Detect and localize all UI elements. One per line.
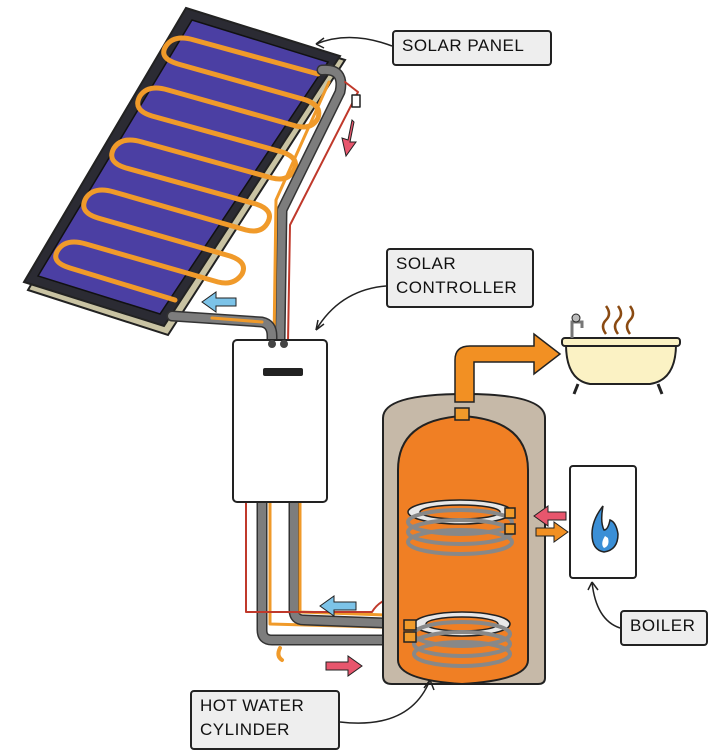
boiler-flow-arrow	[535, 521, 569, 543]
panel-return-arrow	[341, 118, 357, 158]
cylinder-hot-arrow	[325, 655, 363, 677]
flow-arrows	[201, 118, 569, 677]
solar-controller-label-line2: CONTROLLER	[396, 278, 518, 297]
hot-water-cylinder-label: HOT WATER CYLINDER	[190, 690, 340, 750]
solar-controller-label-line1: SOLAR	[396, 254, 457, 273]
boiler	[569, 465, 637, 579]
lower-heating-coil	[403, 611, 512, 668]
panel-inflow-arrow	[201, 291, 237, 313]
hot-water-cylinder-label-line1: HOT WATER	[200, 696, 305, 715]
boiler-label-text: BOILER	[630, 616, 696, 635]
solar-panel	[22, 6, 347, 337]
bath-icon	[561, 305, 681, 395]
boiler-return-arrow	[533, 505, 567, 527]
solar-panel-label: SOLAR PANEL	[392, 30, 552, 66]
hot-water-cylinder	[382, 392, 546, 686]
solar-controller	[232, 339, 328, 503]
hot-water-outlet-arrow	[454, 332, 562, 403]
leader-lines	[315, 36, 621, 724]
solar-panel-coil	[53, 35, 322, 303]
solar-controller-label: SOLAR CONTROLLER	[386, 248, 534, 308]
cylinder-cold-arrow	[319, 595, 357, 617]
steam-icon	[601, 305, 635, 335]
upper-heating-coil	[406, 499, 516, 556]
boiler-label: BOILER	[620, 610, 708, 646]
flame-icon	[591, 505, 619, 553]
hot-water-cylinder-label-line2: CYLINDER	[200, 720, 290, 739]
pipework	[166, 64, 418, 662]
solar-panel-label-text: SOLAR PANEL	[402, 36, 525, 55]
